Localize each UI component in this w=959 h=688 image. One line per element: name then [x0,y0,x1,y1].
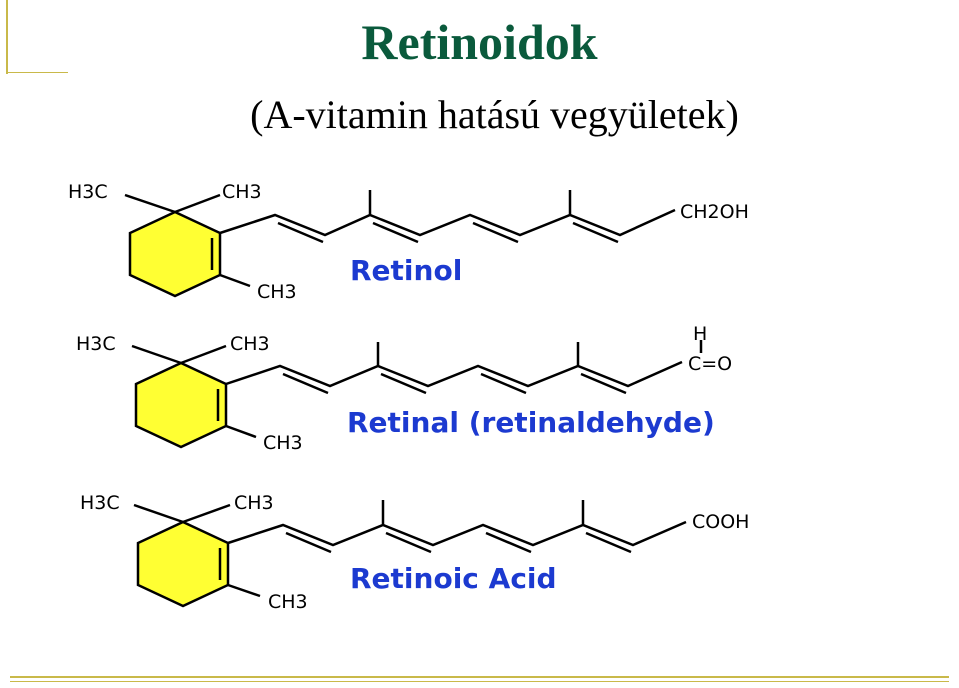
molecule-retinoic-acid: H3C CH3 CH3 COOH Retinoic Acid [80,492,749,613]
top-accent-rule [8,72,68,73]
slide-title: Retinoidok [361,14,598,70]
cyclohexene-ring [128,210,222,298]
label-ch3-top: CH3 [234,492,274,514]
label-h3c: H3C [76,333,116,355]
bottom-accent-rule-thin [10,681,949,682]
molecule-name: Retinal (retinaldehyde) [347,406,715,439]
label-ch3-bottom: CH3 [268,591,308,613]
label-h: H [693,323,707,345]
label-ch3-top: CH3 [230,333,270,355]
cyclohexene-ring [136,520,230,608]
label-h3c: H3C [80,492,120,514]
label-ch3-bottom: CH3 [257,281,297,303]
molecule-name: Retinol [350,254,462,287]
molecule-retinol: H3C CH3 CH3 CH2OH Retinol [68,181,749,303]
label-functional-group: C=O [688,353,732,375]
retinoid-structures-figure: H3C CH3 CH3 CH2OH Retinol H3C CH3 CH3 H [50,160,910,630]
label-h3c: H3C [68,181,108,203]
bottom-accent-rule [10,676,949,678]
molecule-name: Retinoic Acid [350,562,557,595]
structures-svg: H3C CH3 CH3 CH2OH Retinol H3C CH3 CH3 H [68,181,749,613]
label-ch3-top: CH3 [222,181,262,203]
slide-subtitle: (A-vitamin hatású vegyületek) [250,92,739,137]
label-ch3-bottom: CH3 [263,432,303,454]
left-accent-bar [6,0,8,74]
label-functional-group: COOH [692,511,749,533]
cyclohexene-ring [134,361,228,449]
molecule-retinal: H3C CH3 CH3 H C=O Retinal (retinaldehyde… [76,323,732,454]
label-functional-group: CH2OH [680,201,749,223]
